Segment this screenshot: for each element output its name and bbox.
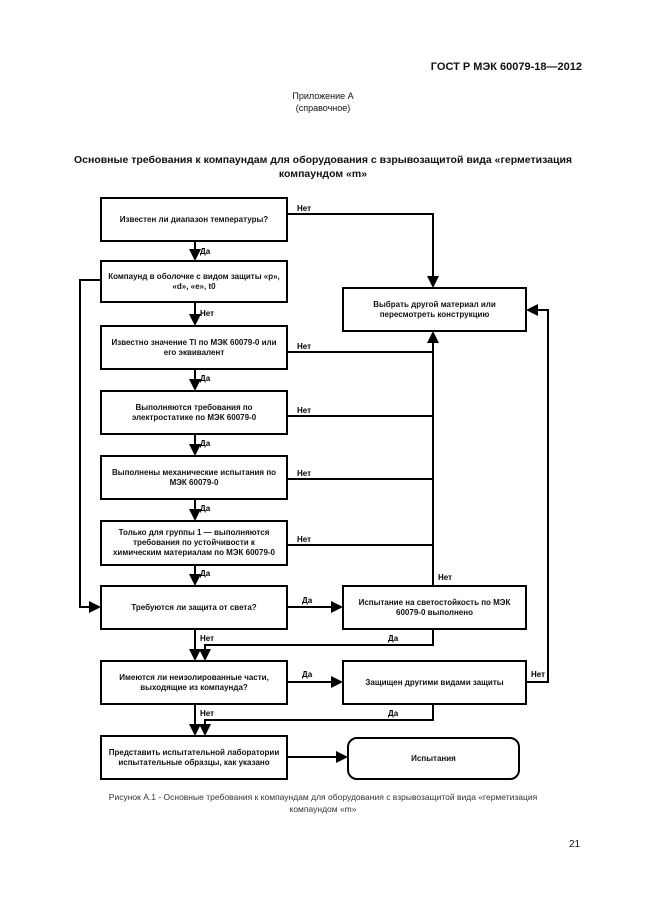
label-no: Нет (297, 204, 311, 213)
box-chemical-resistance: Только для группы 1 — выполняются требов… (100, 520, 288, 566)
arrow-b1-r1 (288, 213, 439, 288)
label-yes: Да (302, 596, 313, 605)
arrow-r2-b8 (199, 630, 434, 661)
annex-title: Приложение А (292, 91, 354, 101)
label-yes: Да (388, 634, 399, 643)
annex-subtitle: (справочное) (295, 103, 351, 113)
label-no: Нет (200, 634, 214, 643)
label-yes: Да (200, 439, 211, 448)
box-choose-other-material: Выбрать другой материал или пересмотреть… (342, 287, 527, 332)
box-light-test: Испытание на светостойкость по МЭК 60079… (342, 585, 527, 630)
label-yes: Да (302, 670, 313, 679)
figure-caption: Рисунок А.1 - Основные требования к комп… (0, 791, 646, 815)
label-yes: Да (388, 709, 399, 718)
label-no: Нет (200, 709, 214, 718)
label-no: Нет (200, 309, 214, 318)
arrow-r3-r1 (526, 304, 549, 683)
page-number: 21 (569, 839, 581, 850)
label-yes: Да (200, 374, 211, 383)
figure-caption-line2: компаундом «m» (289, 804, 357, 814)
label-no: Нет (297, 342, 311, 351)
box-tests: Испытания (347, 737, 520, 780)
box-other-protection: Защищен другими видами защиты (342, 660, 527, 705)
label-yes: Да (200, 569, 211, 578)
box-light-protection: Требуются ли защита от света? (100, 585, 288, 630)
page-title: Основные требования к компаундам для обо… (0, 153, 646, 181)
figure-caption-line1: Рисунок А.1 - Основные требования к комп… (108, 792, 538, 802)
box-submit-samples: Представить испытательной лаборатории ис… (100, 735, 288, 780)
box-ti-value: Известно значение TI по МЭК 60079-0 или … (100, 325, 288, 370)
standard-number: ГОСТ Р МЭК 60079-18—2012 (430, 61, 582, 73)
label-no: Нет (297, 535, 311, 544)
label-yes: Да (200, 247, 211, 256)
arrow-b2-b7-loop (79, 279, 101, 613)
box-enclosure-protection: Компаунд в оболочке с видом защиты «p», … (100, 260, 288, 303)
label-no: Нет (438, 573, 452, 582)
label-no: Нет (531, 670, 545, 679)
box-electrostatics: Выполняются требования по электростатике… (100, 390, 288, 435)
box-uninsulated-parts: Имеются ли неизолированные части, выходя… (100, 660, 288, 705)
annex-heading: Приложение А (справочное) (0, 90, 646, 114)
box-temperature-range: Известен ли диапазон температуры? (100, 197, 288, 242)
page-title-line2: компаундом «m» (278, 168, 368, 180)
box-mechanical-tests: Выполнены механические испытания по МЭК … (100, 455, 288, 500)
arrow-r3-b9 (199, 705, 434, 736)
label-no: Нет (297, 469, 311, 478)
label-no: Нет (297, 406, 311, 415)
label-yes: Да (200, 504, 211, 513)
page-title-line1: Основные требования к компаундам для обо… (73, 154, 573, 166)
